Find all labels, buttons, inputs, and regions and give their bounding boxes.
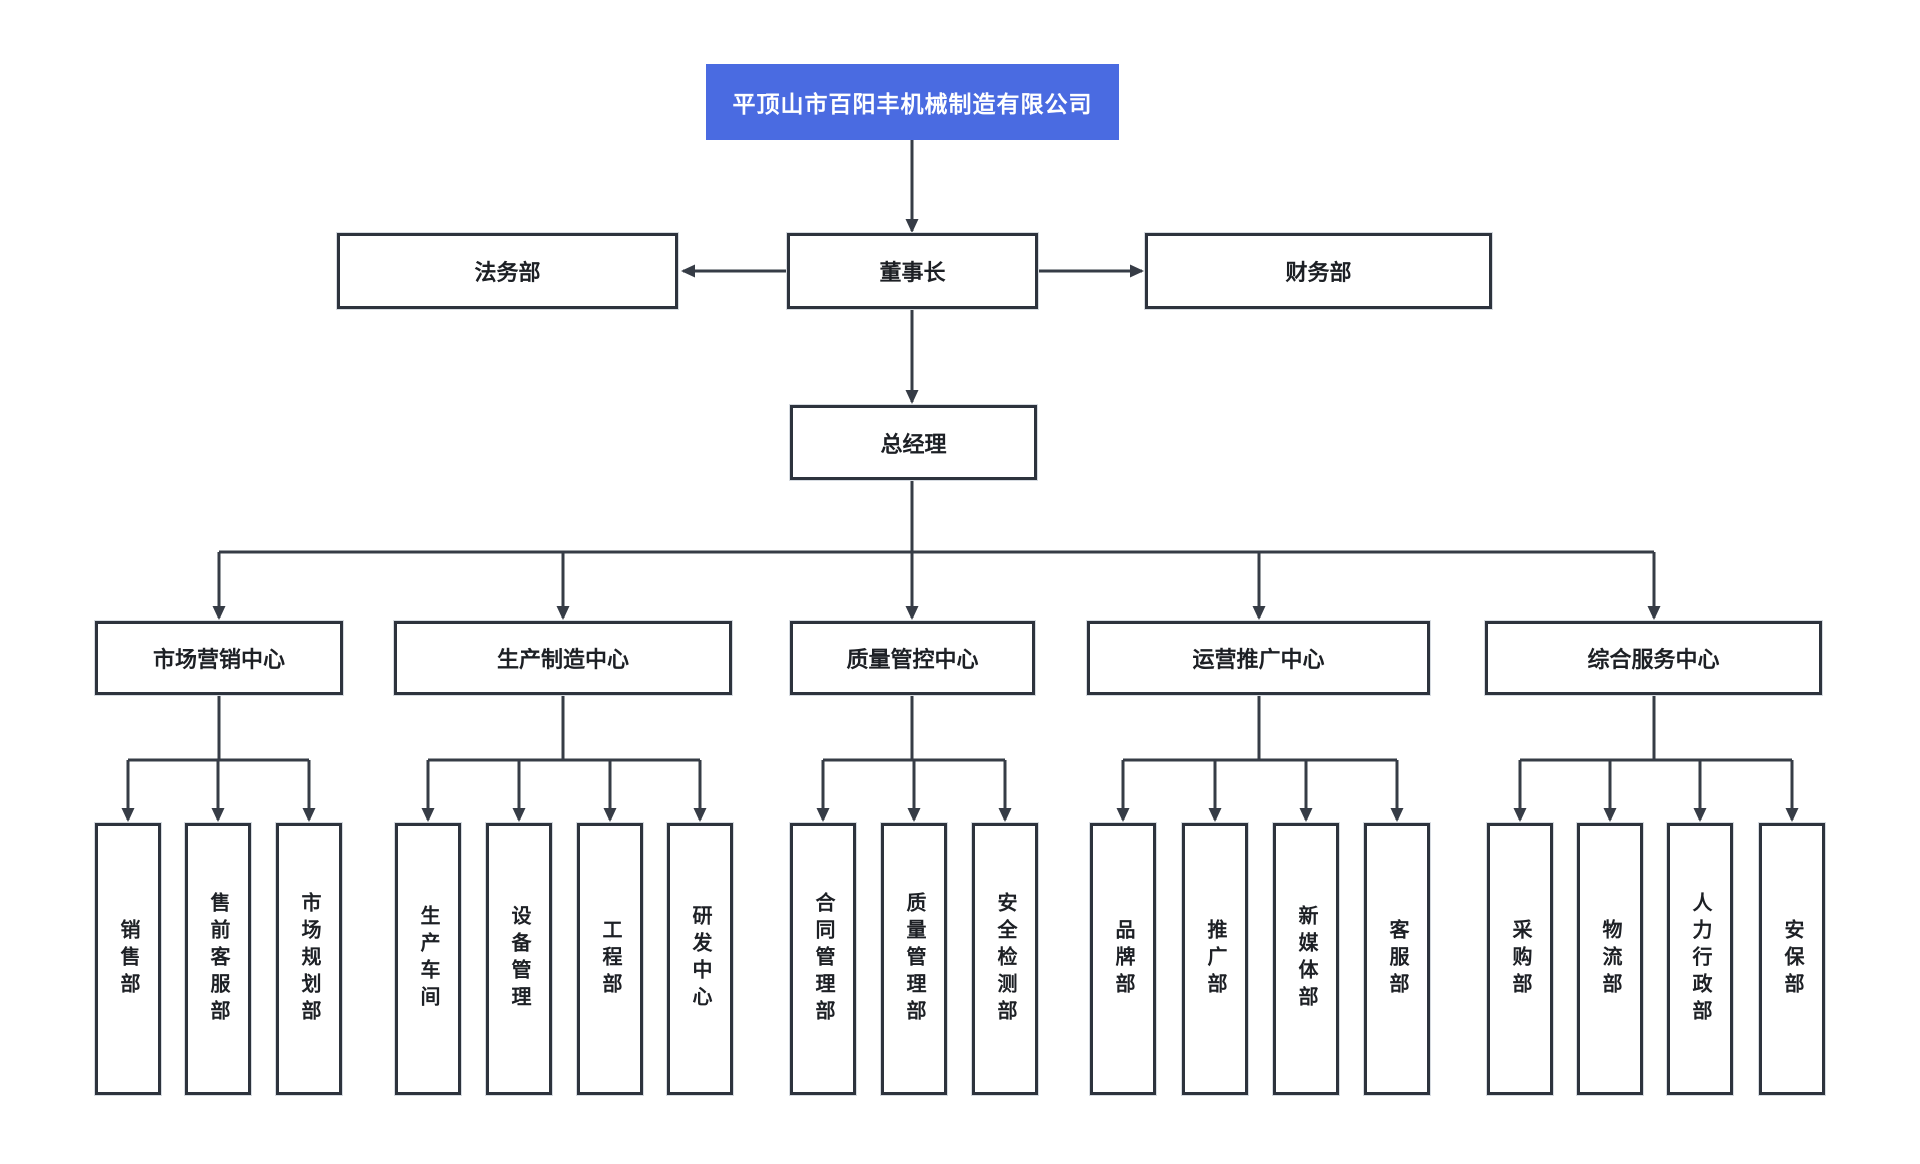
dept-label: 物流部 xyxy=(1599,918,1621,1000)
node-center-operations: 运营推广中心 xyxy=(1087,621,1430,695)
dept-label: 生产车间 xyxy=(417,905,439,1013)
node-center-marketing: 市场营销中心 xyxy=(95,621,343,695)
node-center-production: 生产制造中心 xyxy=(394,621,732,695)
dept-label: 质量管理部 xyxy=(903,891,925,1027)
node-company-root: 平顶山市百阳丰机械制造有限公司 xyxy=(706,64,1119,140)
dept-node: 安保部 xyxy=(1759,823,1825,1095)
dept-label: 销售部 xyxy=(117,918,139,1000)
dept-label: 售前客服部 xyxy=(207,891,229,1027)
dept-node: 采购部 xyxy=(1487,823,1553,1095)
dept-node: 工程部 xyxy=(577,823,643,1095)
dept-label: 安保部 xyxy=(1781,918,1803,1000)
dept-node: 研发中心 xyxy=(667,823,733,1095)
dept-label: 设备管理 xyxy=(508,905,530,1013)
dept-label: 新媒体部 xyxy=(1295,905,1317,1013)
dept-label: 推广部 xyxy=(1204,918,1226,1000)
dept-label: 研发中心 xyxy=(689,905,711,1013)
dept-node: 品牌部 xyxy=(1090,823,1156,1095)
dept-node: 质量管理部 xyxy=(881,823,947,1095)
dept-label: 市场规划部 xyxy=(298,891,320,1027)
dept-node: 销售部 xyxy=(95,823,161,1095)
node-general-manager: 总经理 xyxy=(790,405,1037,480)
dept-label: 客服部 xyxy=(1386,918,1408,1000)
dept-label: 人力行政部 xyxy=(1689,891,1711,1027)
dept-label: 安全检测部 xyxy=(994,891,1016,1027)
dept-node: 物流部 xyxy=(1577,823,1643,1095)
dept-node: 市场规划部 xyxy=(276,823,342,1095)
dept-node: 客服部 xyxy=(1364,823,1430,1095)
dept-node: 安全检测部 xyxy=(972,823,1038,1095)
node-center-services: 综合服务中心 xyxy=(1485,621,1822,695)
dept-node: 生产车间 xyxy=(395,823,461,1095)
node-legal-dept: 法务部 xyxy=(337,233,678,309)
dept-node: 推广部 xyxy=(1182,823,1248,1095)
dept-node: 新媒体部 xyxy=(1273,823,1339,1095)
node-finance-dept: 财务部 xyxy=(1145,233,1492,309)
node-chairman: 董事长 xyxy=(787,233,1038,309)
dept-label: 合同管理部 xyxy=(812,891,834,1027)
dept-node: 售前客服部 xyxy=(185,823,251,1095)
dept-node: 设备管理 xyxy=(486,823,552,1095)
dept-node: 合同管理部 xyxy=(790,823,856,1095)
dept-label: 采购部 xyxy=(1509,918,1531,1000)
dept-label: 工程部 xyxy=(599,918,621,1000)
node-center-quality: 质量管控中心 xyxy=(790,621,1035,695)
dept-label: 品牌部 xyxy=(1112,918,1134,1000)
dept-node: 人力行政部 xyxy=(1667,823,1733,1095)
